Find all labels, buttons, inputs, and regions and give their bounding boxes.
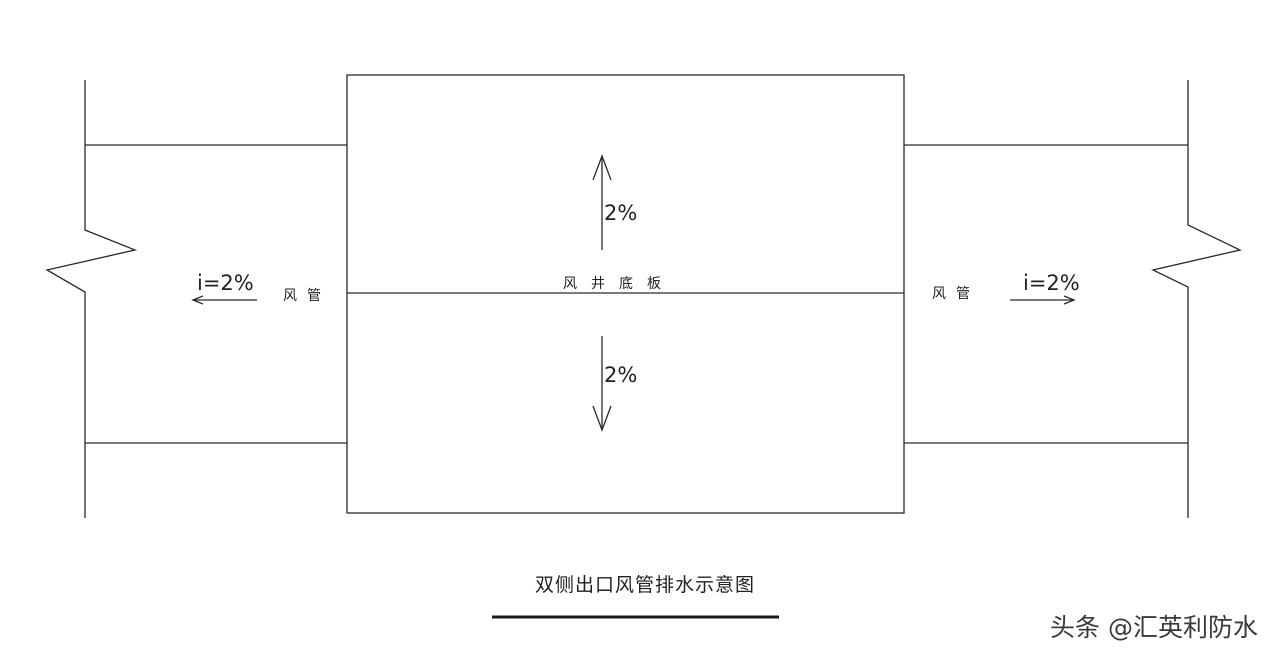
left-wall-line xyxy=(45,80,138,518)
slope-up-arrow xyxy=(592,154,612,250)
shaft-label: 风井底板 xyxy=(563,276,675,292)
duct-right-label: 风管 xyxy=(932,286,980,302)
slope-down-label: 2% xyxy=(604,363,637,387)
slope-left-label: i=2% xyxy=(197,271,254,295)
right-wall-line xyxy=(1151,80,1242,518)
duct-left-label: 风管 xyxy=(283,288,331,304)
shaft-outline xyxy=(346,74,905,514)
slope-right-arrow xyxy=(1010,295,1076,305)
slope-up-label: 2% xyxy=(604,201,637,225)
slope-right-label: i=2% xyxy=(1023,271,1080,295)
slope-down-arrow xyxy=(592,336,612,432)
slope-left-arrow xyxy=(191,295,257,305)
watermark-text: 头条 @汇英利防水 xyxy=(1050,613,1258,642)
diagram-title: 双侧出口风管排水示意图 xyxy=(535,574,755,596)
